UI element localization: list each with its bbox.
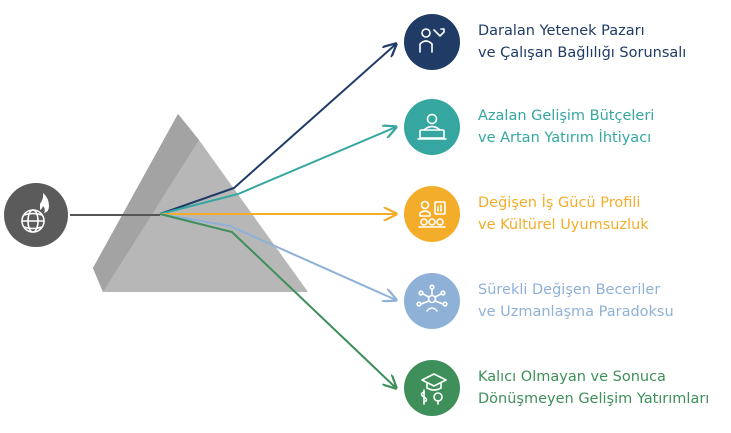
output-rays bbox=[159, 44, 396, 388]
category-label-line1: Daralan Yetenek Pazarı bbox=[478, 23, 645, 39]
category-circle bbox=[404, 360, 460, 416]
source-node bbox=[4, 183, 68, 247]
category-label: Daralan Yetenek Pazarı ve Çalışan Bağlılı… bbox=[478, 20, 728, 64]
category-node bbox=[404, 99, 460, 155]
category-circle bbox=[404, 273, 460, 329]
category-label-line2: ve Çalışan Bağlılığı Sorunsalı bbox=[478, 45, 687, 61]
category-node bbox=[404, 360, 460, 416]
globe-fire-icon bbox=[21, 193, 49, 233]
category-label-line2: ve Artan Yatırım İhtiyacı bbox=[478, 130, 652, 146]
category-nodes bbox=[404, 14, 460, 416]
skills-network-icon bbox=[416, 284, 448, 312]
prism-front-face bbox=[103, 140, 308, 292]
prism bbox=[93, 114, 308, 292]
ray-arrow bbox=[159, 44, 396, 215]
category-node bbox=[404, 186, 460, 242]
category-label-line2: ve Kültürel Uyumsuzluk bbox=[478, 217, 649, 233]
ray-arrow bbox=[159, 213, 396, 388]
ray-arrow bbox=[159, 127, 396, 215]
category-circle bbox=[404, 14, 460, 70]
prism-left-edge bbox=[93, 114, 199, 292]
person-laptop-icon bbox=[417, 113, 447, 140]
category-label-line2: Dönüşmeyen Gelişim Yatırımları bbox=[478, 391, 710, 407]
category-label: Azalan Gelişim Bütçeleri ve Artan Yatırım… bbox=[478, 105, 728, 149]
category-label-line1: Sürekli Değişen Beceriler bbox=[478, 282, 661, 298]
category-label: Değişen İş Gücü Profili ve Kültürel Uyums… bbox=[478, 192, 728, 236]
workforce-profile-icon bbox=[418, 200, 446, 228]
category-node bbox=[404, 14, 460, 70]
person-decline-icon bbox=[419, 28, 445, 53]
category-label-line1: Değişen İş Gücü Profili bbox=[478, 195, 641, 211]
category-label: Sürekli Değişen Beceriler ve Uzmanlaşma P… bbox=[478, 279, 728, 323]
category-circle bbox=[404, 186, 460, 242]
graduation-investment-icon bbox=[420, 373, 447, 405]
ray-arrow bbox=[159, 213, 396, 300]
category-label-line1: Azalan Gelişim Bütçeleri bbox=[478, 108, 655, 124]
category-label-line2: ve Uzmanlaşma Paradoksu bbox=[478, 304, 674, 320]
category-label-line1: Kalıcı Olmayan ve Sonuca bbox=[478, 369, 666, 385]
category-node bbox=[404, 273, 460, 329]
